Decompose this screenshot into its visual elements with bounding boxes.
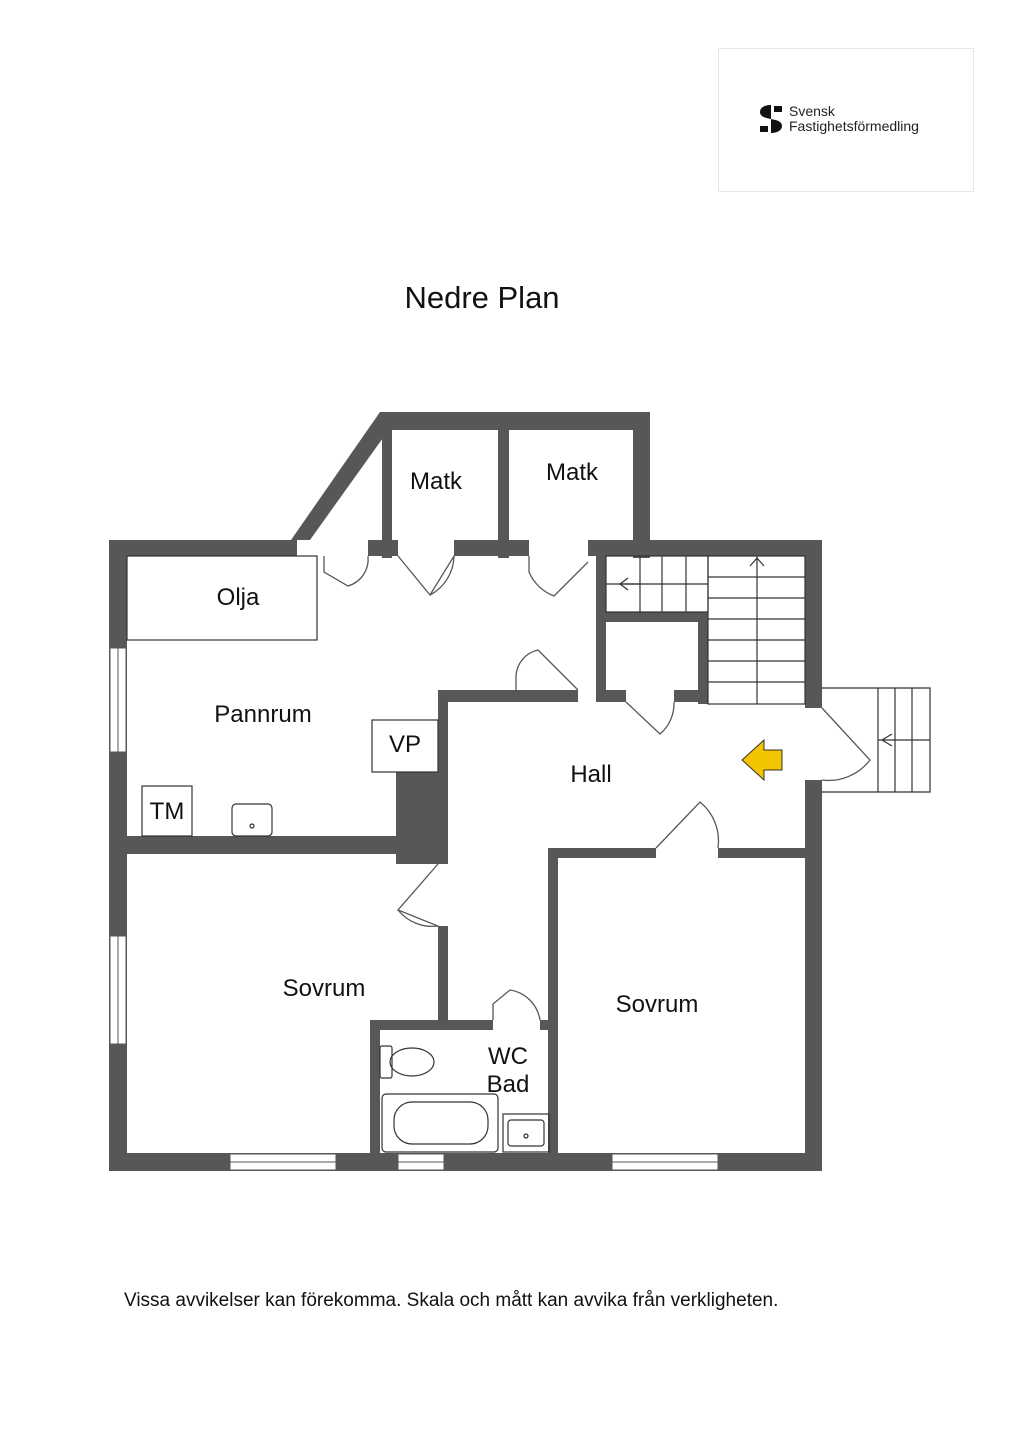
wall-sovrum-right-top-2 — [718, 848, 822, 858]
stairs-exterior — [822, 687, 931, 793]
logo-box — [718, 48, 974, 192]
wall-hall-top-2 — [596, 690, 626, 702]
room-label-olja: Olja — [217, 584, 260, 611]
wall-storage-mid — [498, 412, 509, 558]
door-sovrum-right — [655, 801, 720, 849]
wall-sovrum-right-top-1 — [548, 848, 656, 858]
entrance-arrow-icon — [741, 738, 783, 782]
laundry-sink — [231, 803, 273, 837]
toilet — [389, 1047, 435, 1077]
wall-bath-left — [370, 1020, 380, 1171]
wall-pannrum-bottom — [109, 836, 448, 854]
logo-wordmark: Svensk Fastighetsförmedling — [789, 104, 919, 134]
wall-right-lower — [805, 780, 822, 1171]
bathtub — [381, 1093, 499, 1153]
logo-line-2: Fastighetsförmedling — [789, 118, 919, 134]
logo-line-1: Svensk — [789, 103, 835, 119]
wall-hall-top-3 — [674, 690, 708, 702]
wall-top-seg-3 — [588, 540, 822, 556]
door-storage-right — [528, 556, 589, 597]
room-label-matk-right: Matk — [546, 459, 599, 486]
wall-top-seg-1 — [368, 540, 398, 556]
wall-stair-closet-right — [698, 612, 708, 704]
wall-storage-right — [633, 412, 650, 558]
door-stair-closet — [625, 701, 675, 735]
door-entrance — [821, 707, 871, 782]
wall-diagonal — [291, 412, 390, 540]
room-label-tm: TM — [150, 798, 185, 825]
tm-box — [141, 785, 193, 837]
door-hall-top — [515, 649, 579, 691]
wall-top-left — [109, 540, 297, 556]
wall-sovrum-left-right — [438, 926, 448, 1024]
door-storage-left-a — [323, 555, 369, 587]
door-storage-left-b — [397, 553, 455, 597]
wash-basin — [502, 1113, 550, 1153]
room-label-sovrum-right: Sovrum — [616, 991, 699, 1018]
fixtures — [126, 555, 550, 1153]
room-label-matk-left: Matk — [410, 468, 463, 495]
wall-sovrum-right-left — [548, 848, 558, 1171]
wall-top-seg-2 — [454, 540, 529, 556]
room-label-hall: Hall — [570, 761, 611, 788]
wall-storage-left — [382, 412, 392, 558]
plan-title: Nedre Plan — [404, 280, 560, 315]
door-sovrum-left — [396, 863, 441, 928]
wall-bath-top-1 — [370, 1020, 493, 1030]
wall-left — [109, 540, 127, 1171]
sf-logo-icon — [760, 105, 782, 133]
oil-tank — [126, 555, 318, 641]
wall-right-upper — [805, 540, 822, 708]
windows — [109, 647, 719, 1171]
stairs-interior — [605, 555, 806, 705]
disclaimer: Vissa avvikelser kan förekomma. Skala oc… — [124, 1290, 779, 1311]
wall-hall-top-1 — [438, 690, 578, 702]
walls — [109, 412, 822, 1171]
room-label-bad: Bad — [487, 1071, 530, 1098]
room-label-sovrum-left: Sovrum — [283, 975, 366, 1002]
door-bath — [492, 989, 541, 1021]
room-label-vp: VP — [389, 731, 421, 758]
heat-pump-box — [371, 719, 439, 773]
room-label-pannrum: Pannrum — [214, 701, 311, 728]
wall-top-storage — [380, 412, 650, 430]
room-label-wc: WC — [488, 1043, 528, 1070]
doors — [323, 553, 871, 1021]
wall-stair-closet-top — [596, 612, 708, 622]
